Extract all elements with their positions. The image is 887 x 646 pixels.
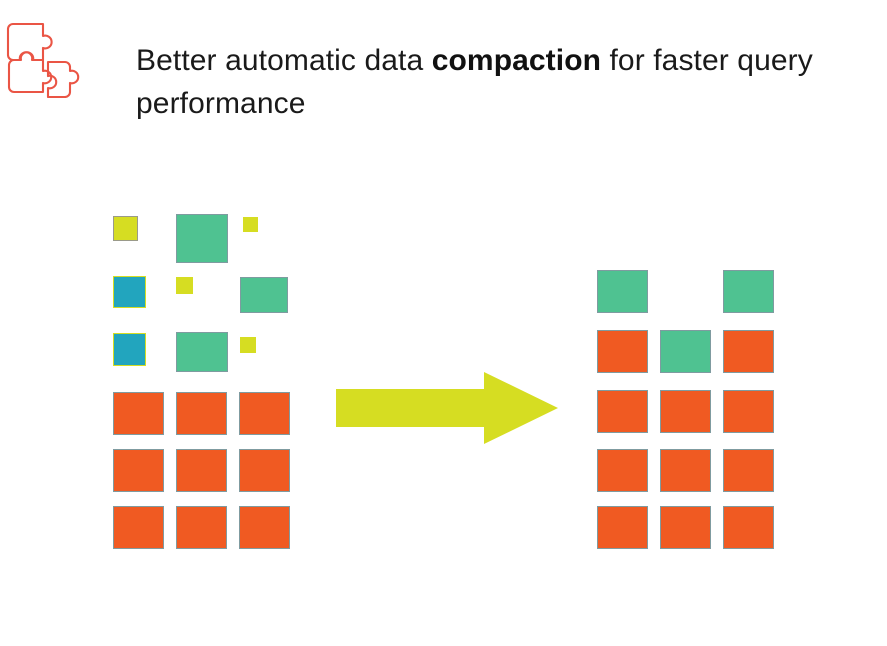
data-file-tile xyxy=(113,333,146,366)
data-file-tile xyxy=(176,214,228,263)
puzzle-pieces-icon xyxy=(6,16,80,99)
compaction-arrow-icon xyxy=(336,372,558,444)
data-file-tile xyxy=(660,390,711,433)
data-file-tile xyxy=(723,330,774,373)
data-file-tile xyxy=(239,392,290,435)
page-title: Better automatic data compaction for fas… xyxy=(136,40,866,125)
data-file-tile xyxy=(176,506,227,549)
data-file-tile xyxy=(660,449,711,492)
title-text-trailing: for faster query performance xyxy=(136,44,813,120)
data-file-tile xyxy=(597,330,648,373)
data-file-tile xyxy=(723,449,774,492)
data-file-tile xyxy=(113,216,138,241)
data-file-tile xyxy=(723,390,774,433)
data-file-tile xyxy=(723,506,774,549)
data-file-tile xyxy=(176,332,228,372)
data-file-tile xyxy=(723,270,774,313)
data-file-tile xyxy=(597,506,648,549)
data-file-tile xyxy=(113,276,146,308)
data-file-tile xyxy=(597,390,648,433)
data-file-tile xyxy=(176,449,227,492)
data-file-tile xyxy=(239,449,290,492)
title-text-leading: Better automatic data xyxy=(136,44,432,78)
data-file-tile xyxy=(243,217,258,232)
data-file-tile xyxy=(240,337,256,353)
data-file-tile xyxy=(176,277,193,294)
data-file-tile xyxy=(239,506,290,549)
data-file-tile xyxy=(176,392,227,435)
data-file-tile xyxy=(240,277,288,313)
data-file-tile xyxy=(113,506,164,549)
data-file-tile xyxy=(597,449,648,492)
data-file-tile xyxy=(113,392,164,435)
data-file-tile xyxy=(597,270,648,313)
data-file-tile xyxy=(660,330,711,373)
title-emphasis-compaction: compaction xyxy=(431,44,602,78)
data-file-tile xyxy=(660,506,711,549)
data-file-tile xyxy=(113,449,164,492)
